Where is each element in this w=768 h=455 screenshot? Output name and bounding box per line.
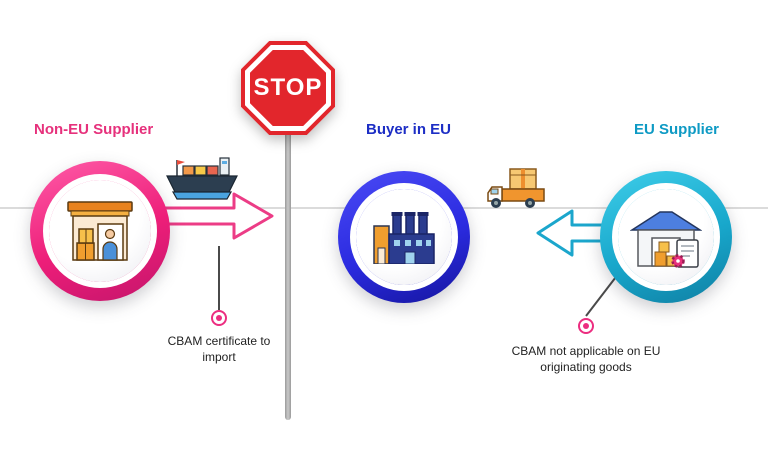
non-eu-supplier-circle xyxy=(30,161,170,301)
buyer-title: Buyer in EU xyxy=(366,121,452,138)
warehouse-document-icon xyxy=(630,211,702,268)
non-eu-supplier-disc xyxy=(49,180,151,282)
connector-line-left xyxy=(218,246,220,310)
eu-supplier-title: EU Supplier xyxy=(634,121,720,138)
stop-sign: STOP xyxy=(241,41,335,135)
stop-sign-label: STOP xyxy=(253,74,323,101)
buyer-circle xyxy=(338,171,470,303)
eu-supplier-disc xyxy=(618,189,714,285)
connector-dot-right-core xyxy=(583,323,589,329)
stop-sign-face: STOP xyxy=(250,50,326,126)
warehouse-icon xyxy=(67,201,133,261)
connector-dot-right xyxy=(578,318,594,334)
non-eu-supplier-title: Non-EU Supplier xyxy=(34,121,154,138)
sign-pole xyxy=(285,128,291,420)
non-eu-note: CBAM certificate to import xyxy=(167,334,271,365)
delivery-truck-icon xyxy=(487,168,545,208)
eu-supplier-circle xyxy=(600,171,732,303)
cargo-ship-icon xyxy=(166,157,238,200)
buyer-disc xyxy=(356,189,452,285)
factory-icon xyxy=(373,212,435,264)
eu-note: CBAM not applicable on EU originating go… xyxy=(511,344,661,375)
connector-dot-left-core xyxy=(216,315,222,321)
connector-dot-left xyxy=(211,310,227,326)
